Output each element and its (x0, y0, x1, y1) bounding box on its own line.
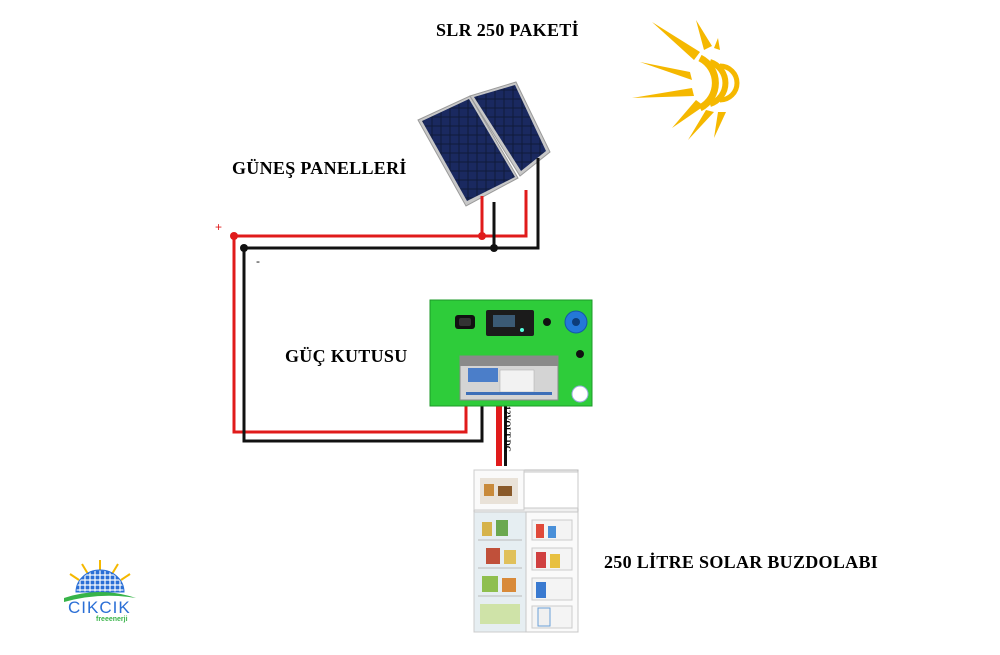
package-title: SLR 250 PAKETİ (436, 20, 579, 40)
negative-wire (242, 158, 540, 443)
logo-name: CIKCIK (68, 598, 131, 617)
brand-sticker (571, 385, 589, 403)
battery-icon (459, 355, 559, 401)
sun-icon (632, 20, 740, 140)
fridge-icon (473, 469, 579, 633)
dc-cable-label: 12VOLT DC (503, 406, 513, 452)
logo-icon (64, 560, 136, 602)
switch-icon (455, 315, 475, 329)
charge-controller-icon (486, 310, 534, 336)
dc-cable (496, 404, 516, 466)
positive-wire (232, 190, 528, 434)
power-box-label: GÜÇ KUTUSU (285, 346, 408, 366)
solar-panels-label: GÜNEŞ PANELLERİ (232, 158, 407, 178)
socket-icon (564, 310, 588, 334)
power-box (429, 299, 593, 407)
plus-sign: + (215, 220, 223, 234)
fridge-label: 250 LİTRE SOLAR BUZDOLABI (604, 552, 879, 572)
solar-panel-icon (417, 81, 551, 207)
indicator-light (576, 350, 584, 358)
usb-port (543, 318, 551, 326)
logo-tagline: freeenerji (96, 616, 128, 623)
minus-sign: - (256, 254, 260, 268)
